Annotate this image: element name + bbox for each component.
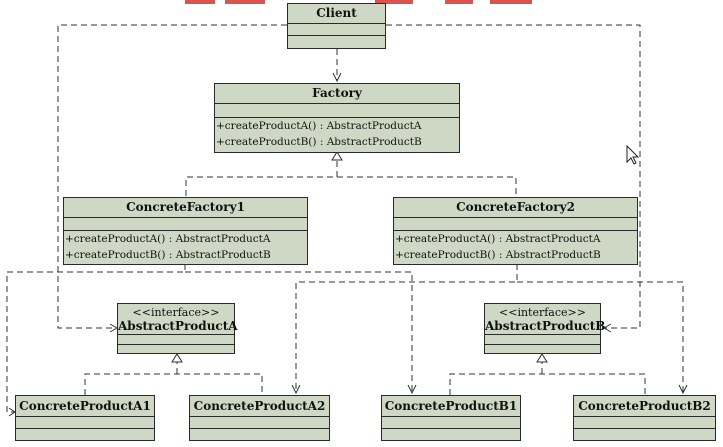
dependency-client-product-a bbox=[57, 24, 287, 329]
class-concrete-factory-1-name: ConcreteFactory1 bbox=[64, 198, 307, 218]
arrowhead-b1 bbox=[407, 384, 417, 395]
class-concrete-factory-1[interactable]: ConcreteFactory1 +createProductA() : Abs… bbox=[63, 197, 308, 265]
arrowhead-product-b-right bbox=[602, 323, 612, 333]
class-concrete-product-b2-attributes bbox=[574, 417, 715, 429]
arrowhead-a2 bbox=[291, 384, 301, 395]
interface-abstract-product-b[interactable]: <<interface>> AbstractProductB bbox=[484, 303, 606, 354]
cropped-header-fragment bbox=[185, 0, 532, 4]
operation: +createProductA() : AbstractProductA bbox=[65, 233, 271, 245]
triangle-factory bbox=[331, 151, 343, 161]
interface-abstract-product-b-header: <<interface>> AbstractProductB bbox=[485, 304, 606, 335]
class-concrete-product-a1-attributes bbox=[16, 417, 154, 429]
class-factory-operations: +createProductA() : AbstractProductA +cr… bbox=[215, 118, 459, 150]
triangle-product-a bbox=[171, 353, 183, 363]
class-concrete-product-b2[interactable]: ConcreteProductB2 bbox=[573, 395, 716, 441]
interface-name: AbstractProductA bbox=[118, 319, 238, 333]
class-concrete-product-a2-attributes bbox=[190, 417, 329, 429]
class-concrete-product-b1[interactable]: ConcreteProductB1 bbox=[381, 395, 521, 441]
class-concrete-product-b1-name: ConcreteProductB1 bbox=[382, 396, 520, 417]
interface-abstract-product-a-attributes bbox=[118, 335, 234, 345]
class-concrete-product-a2[interactable]: ConcreteProductA2 bbox=[189, 395, 330, 441]
arrowhead-factory bbox=[332, 72, 342, 83]
operation: +createProductB() : AbstractProductB bbox=[395, 249, 601, 261]
interface-abstract-product-b-attributes bbox=[485, 335, 600, 345]
class-concrete-factory-2-name: ConcreteFactory2 bbox=[394, 198, 637, 218]
interface-name: AbstractProductB bbox=[485, 319, 606, 333]
operation: +createProductB() : AbstractProductB bbox=[216, 136, 422, 148]
generalization-product-a-tree bbox=[84, 362, 263, 395]
class-concrete-product-b2-name: ConcreteProductB2 bbox=[574, 396, 715, 417]
class-concrete-factory-1-operations: +createProductA() : AbstractProductA +cr… bbox=[64, 231, 307, 263]
class-concrete-factory-2-attributes bbox=[394, 218, 637, 231]
generalization-product-b-tree bbox=[449, 362, 646, 395]
interface-abstract-product-a[interactable]: <<interface>> AbstractProductA bbox=[117, 303, 238, 354]
class-concrete-product-a2-name: ConcreteProductA2 bbox=[190, 396, 329, 417]
triangle-product-b bbox=[536, 353, 548, 363]
class-concrete-product-a1-name: ConcreteProductA1 bbox=[16, 396, 154, 417]
class-client-name: Client bbox=[288, 4, 385, 24]
class-concrete-factory-2-operations: +createProductA() : AbstractProductA +cr… bbox=[394, 231, 637, 263]
mouse-pointer-icon bbox=[626, 144, 640, 165]
class-factory[interactable]: Factory +createProductA() : AbstractProd… bbox=[214, 83, 460, 153]
class-client-attributes bbox=[288, 24, 385, 36]
class-factory-attributes bbox=[215, 104, 459, 118]
operation: +createProductA() : AbstractProductA bbox=[216, 120, 422, 132]
dependency-client-product-b bbox=[386, 24, 641, 329]
class-concrete-factory-2[interactable]: ConcreteFactory2 +createProductA() : Abs… bbox=[393, 197, 638, 265]
class-factory-name: Factory bbox=[215, 84, 459, 104]
dependency-cf1-products bbox=[6, 264, 413, 413]
stereotype-label: <<interface>> bbox=[499, 306, 586, 319]
stereotype-label: <<interface>> bbox=[132, 306, 220, 319]
interface-abstract-product-a-header: <<interface>> AbstractProductA bbox=[118, 304, 238, 335]
class-concrete-product-a1[interactable]: ConcreteProductA1 bbox=[15, 395, 155, 441]
class-client[interactable]: Client bbox=[287, 3, 386, 49]
class-concrete-product-b1-attributes bbox=[382, 417, 520, 429]
generalization-factory-tree bbox=[185, 160, 517, 197]
operation: +createProductB() : AbstractProductB bbox=[65, 249, 271, 261]
arrowhead-b2 bbox=[678, 384, 688, 395]
dependency-cf2-products bbox=[295, 264, 684, 392]
class-concrete-factory-1-attributes bbox=[64, 218, 307, 231]
operation: +createProductA() : AbstractProductA bbox=[395, 233, 601, 245]
